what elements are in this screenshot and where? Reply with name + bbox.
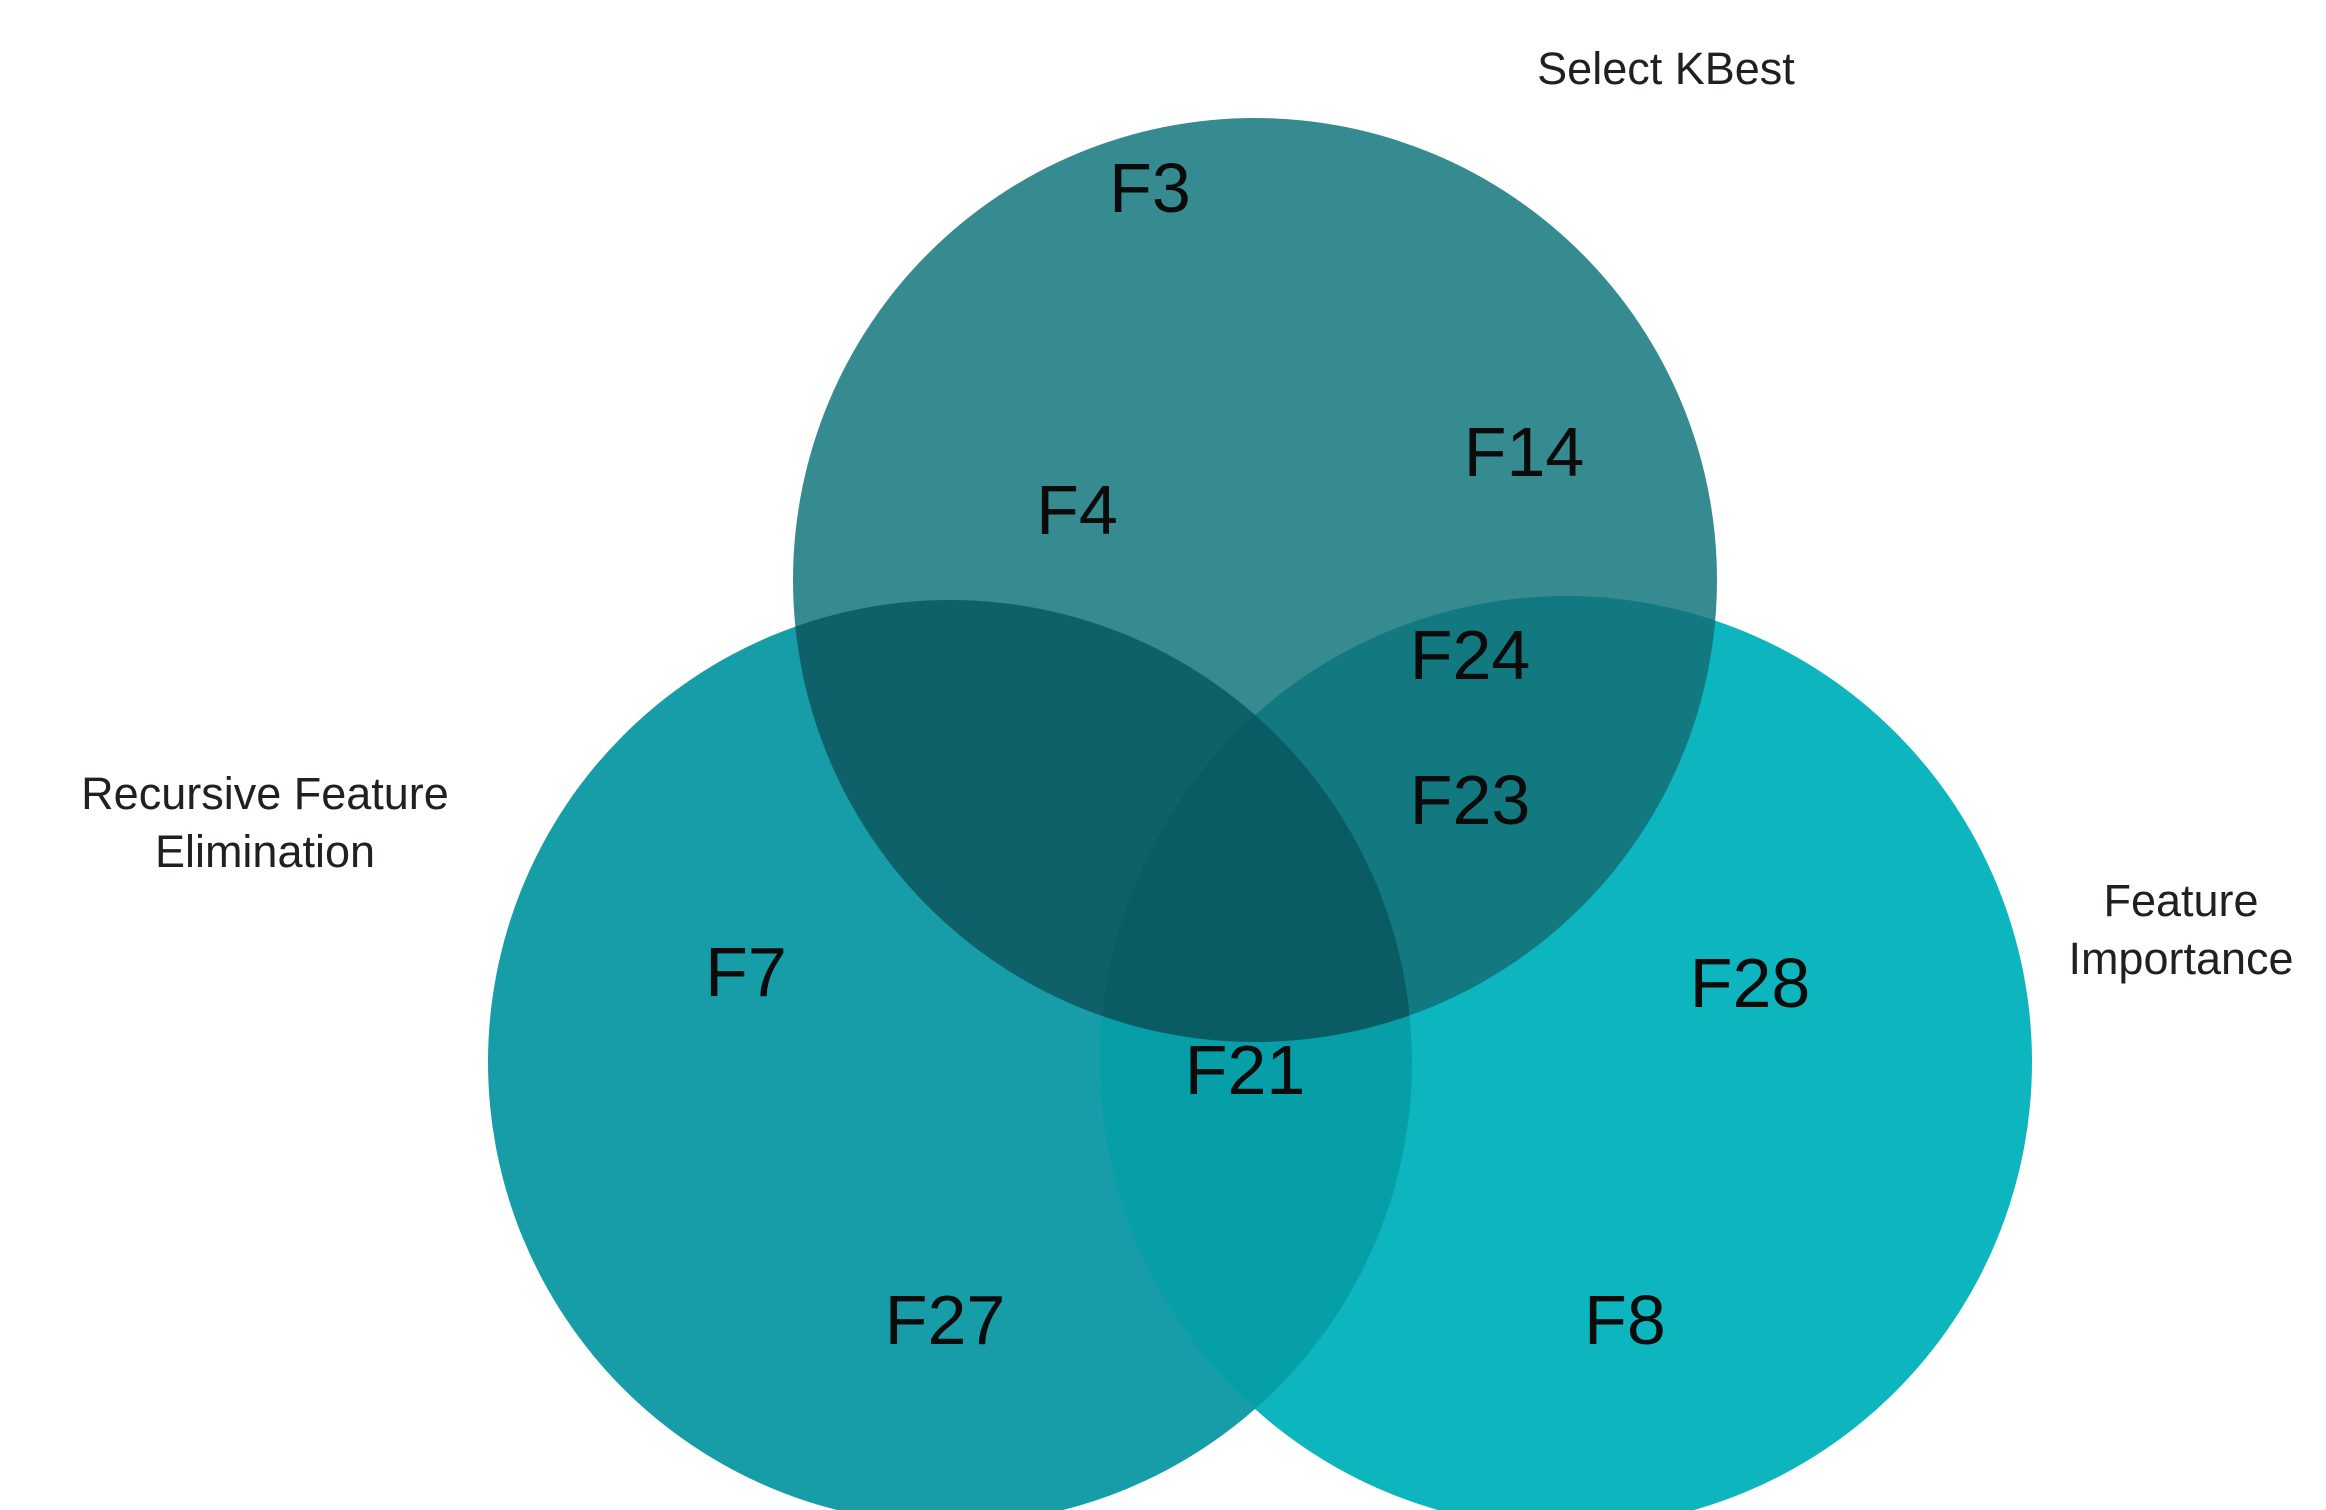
set-label-feature-importance: Feature Importance	[2068, 875, 2294, 984]
set-label-recursive-feature-elimination: Recursive Feature Elimination	[81, 768, 449, 877]
venn-circle-group	[488, 118, 2032, 1510]
feature-label-f21: F21	[1184, 1031, 1306, 1109]
feature-label-f8: F8	[1584, 1281, 1666, 1359]
feature-label-f7: F7	[705, 933, 787, 1011]
venn-circle-select-kbest	[793, 118, 1717, 1042]
feature-label-f24: F24	[1409, 616, 1531, 694]
feature-label-f28: F28	[1689, 944, 1811, 1022]
feature-label-f27: F27	[884, 1281, 1006, 1359]
feature-label-f23: F23	[1409, 761, 1531, 839]
overlap-rfe-fi	[1100, 600, 1412, 1510]
overlap-kbest-fi	[1100, 596, 1717, 1042]
feature-label-f4: F4	[1036, 471, 1118, 549]
overlap-kbest-rfe	[793, 600, 1412, 1042]
feature-label-f3: F3	[1109, 149, 1191, 227]
feature-label-f14: F14	[1463, 413, 1585, 491]
set-label-select-kbest: Select KBest	[1537, 43, 1795, 94]
